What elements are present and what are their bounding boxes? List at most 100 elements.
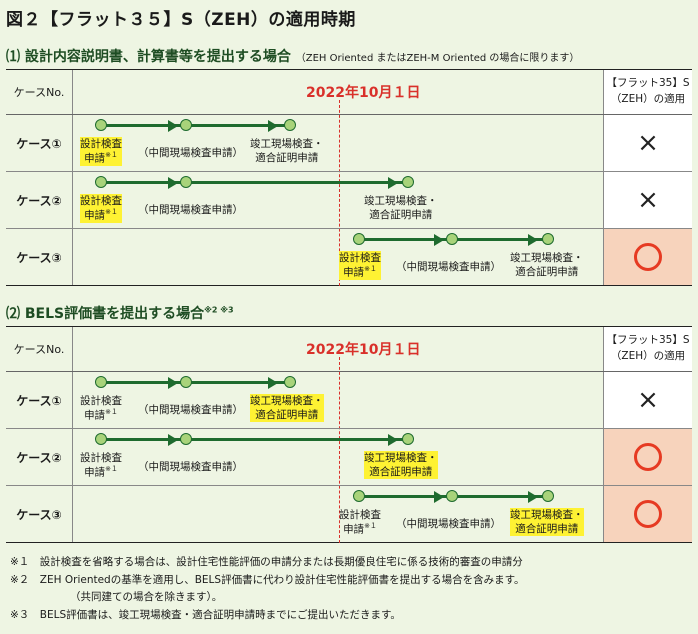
arrowhead — [168, 177, 178, 189]
case-label: ケース② — [6, 172, 73, 228]
arrowhead — [388, 434, 398, 446]
milestone-dot — [95, 433, 107, 445]
timeline-arrow — [103, 438, 409, 441]
case-no-header: ケースNo. — [6, 70, 73, 114]
mid-inspection-label: （中間現場検査申請） — [396, 261, 501, 273]
footnote-2: ※２ ZEH Orientedの基準を適用し、BELS評価書に代わり設計住宅性能… — [10, 574, 525, 586]
design-inspection-label: 設計検査申請※１ — [80, 137, 122, 166]
applicability-header: 【フラット35】S （ZEH）の適用 — [603, 327, 692, 371]
design-inspection-label: 設計検査申請※１ — [80, 394, 122, 423]
label-design: 設計検査 — [339, 509, 381, 521]
final-inspection-label: 竣工現場検査・適合証明申請 — [364, 451, 438, 480]
label-design: 設計検査 — [339, 252, 381, 264]
case-row: ケース② 設計検査申請※１ （中間現場検査申請） 竣工現場検査・適合証明申請 — [6, 429, 692, 486]
label-apply: 申請 — [343, 523, 365, 536]
footnote-3: ※３ BELS評価書は、竣工現場検査・適合証明申請時までにご提出いただきます。 — [10, 609, 401, 621]
milestone-dot — [95, 376, 107, 388]
milestone-dot — [353, 233, 365, 245]
mid-inspection-label: （中間現場検査申請） — [138, 204, 243, 216]
arrowhead — [388, 177, 398, 189]
section2-heading: ⑵ BELS評価書を提出する場合※2 ※3 — [6, 303, 234, 323]
milestone-dot — [542, 233, 554, 245]
arrowhead — [268, 377, 278, 389]
footnote-2-continued: （共同建ての場合を除きます）。 — [70, 591, 223, 603]
case-label: ケース② — [6, 429, 73, 485]
note-ref: ※１ — [364, 265, 377, 274]
milestone-dot — [353, 490, 365, 502]
date-label: 2022年10月１日 — [306, 342, 421, 358]
milestone-dot — [95, 176, 107, 188]
case-row: ケース③ 設計検査申請※１ （中間現場検査申請） 竣工現場検査・適合証明申請 — [6, 486, 692, 542]
circle-mark — [634, 443, 662, 471]
final-inspection-label: 竣工現場検査・適合証明申請 — [510, 508, 584, 537]
note-ref: ※１ — [105, 408, 118, 417]
applicability-cell — [603, 486, 692, 542]
applicability-header-line1: 【フラット35】S — [606, 77, 690, 90]
label-apply: 申請 — [84, 409, 106, 422]
mid-inspection-label: （中間現場検査申請） — [138, 404, 243, 416]
section1-note: （ZEH Oriented またはZEH-M Oriented の場合に限ります… — [295, 53, 580, 64]
table-section2: ケースNo. 2022年10月１日 【フラット35】S（ZEH）の適用 ケース①… — [6, 326, 692, 543]
table-section1: ケースNo. 2022年10月１日 【フラット35】S （ZEH）の適用 ケース①… — [6, 69, 692, 286]
label-final2: 適合証明申請 — [255, 152, 319, 165]
applicability-cell: × — [603, 372, 692, 428]
label-final1: 竣工現場検査・ — [510, 252, 584, 264]
milestone-dot — [402, 176, 414, 188]
applicability-cell: × — [603, 115, 692, 171]
case-label: ケース① — [6, 372, 73, 428]
final-inspection-label: 竣工現場検査・適合証明申請 — [250, 394, 324, 423]
case-row: ケース② 設計検査申請※１ （中間現場検査申請） 竣工現場検査・適合証明申請 × — [6, 172, 692, 229]
label-final2: 適合証明申請 — [515, 266, 579, 279]
design-inspection-label: 設計検査申請※１ — [80, 451, 122, 480]
timeline-arrow — [103, 124, 292, 127]
cross-mark: × — [637, 385, 659, 415]
date-dashed-line — [339, 100, 340, 286]
milestone-dot — [180, 176, 192, 188]
label-apply: 申請 — [84, 209, 106, 222]
figure-title: 図２【フラット３５】S（ZEH）の適用時期 — [6, 10, 356, 30]
arrowhead — [168, 377, 178, 389]
note-ref: ※１ — [105, 465, 118, 474]
label-final1: 竣工現場検査・ — [250, 138, 324, 150]
label-final1: 竣工現場検査・ — [510, 509, 584, 521]
case-label: ケース① — [6, 115, 73, 171]
label-final1: 竣工現場検査・ — [364, 452, 438, 464]
applicability-header: 【フラット35】S （ZEH）の適用 — [603, 70, 692, 114]
timeline-arrow — [103, 181, 409, 184]
case-label: ケース③ — [6, 486, 73, 542]
milestone-dot — [542, 490, 554, 502]
design-inspection-label: 設計検査申請※１ — [339, 508, 381, 537]
circle-mark — [634, 243, 662, 271]
milestone-dot — [446, 490, 458, 502]
arrowhead — [528, 234, 538, 246]
mid-inspection-label: （中間現場検査申請） — [138, 147, 243, 159]
case-label: ケース③ — [6, 229, 73, 285]
arrowhead — [434, 491, 444, 503]
applicability-header-line2: （ZEH）の適用 — [610, 350, 686, 362]
date-dashed-line — [339, 357, 340, 543]
label-apply: 申請 — [343, 266, 365, 279]
design-inspection-label: 設計検査申請※１ — [339, 251, 381, 280]
note-ref: ※１ — [105, 151, 118, 160]
applicability-header-line2: （ZEH）の適用 — [610, 93, 686, 105]
applicability-header-line1: 【フラット35】S — [606, 334, 690, 347]
arrowhead — [434, 234, 444, 246]
case-row: ケース③ 設計検査申請※１ （中間現場検査申請） 竣工現場検査・適合証明申請 — [6, 229, 692, 285]
applicability-cell — [603, 429, 692, 485]
milestone-dot — [95, 119, 107, 131]
mid-inspection-label: （中間現場検査申請） — [396, 518, 501, 530]
label-design: 設計検査 — [80, 395, 122, 407]
final-inspection-label: 竣工現場検査・適合証明申請 — [250, 137, 324, 165]
milestone-dot — [180, 433, 192, 445]
table-header: ケースNo. 2022年10月１日 【フラット35】S （ZEH）の適用 — [6, 70, 692, 115]
milestone-dot — [402, 433, 414, 445]
footnote-1: ※１ 設計検査を省略する場合は、設計住宅性能評価の申請分または長期優良住宅に係る… — [10, 556, 523, 568]
section1-heading-text: ⑴ 設計内容説明書、計算書等を提出する場合 — [6, 49, 291, 65]
arrowhead — [168, 120, 178, 132]
note-ref: ※１ — [105, 208, 118, 217]
label-apply: 申請 — [84, 466, 106, 479]
case-row: ケース① 設計検査申請※１ （中間現場検査申請） 竣工現場検査・適合証明申請 × — [6, 372, 692, 429]
arrowhead — [528, 491, 538, 503]
final-inspection-label: 竣工現場検査・適合証明申請 — [510, 251, 584, 279]
date-label: 2022年10月１日 — [306, 85, 421, 101]
